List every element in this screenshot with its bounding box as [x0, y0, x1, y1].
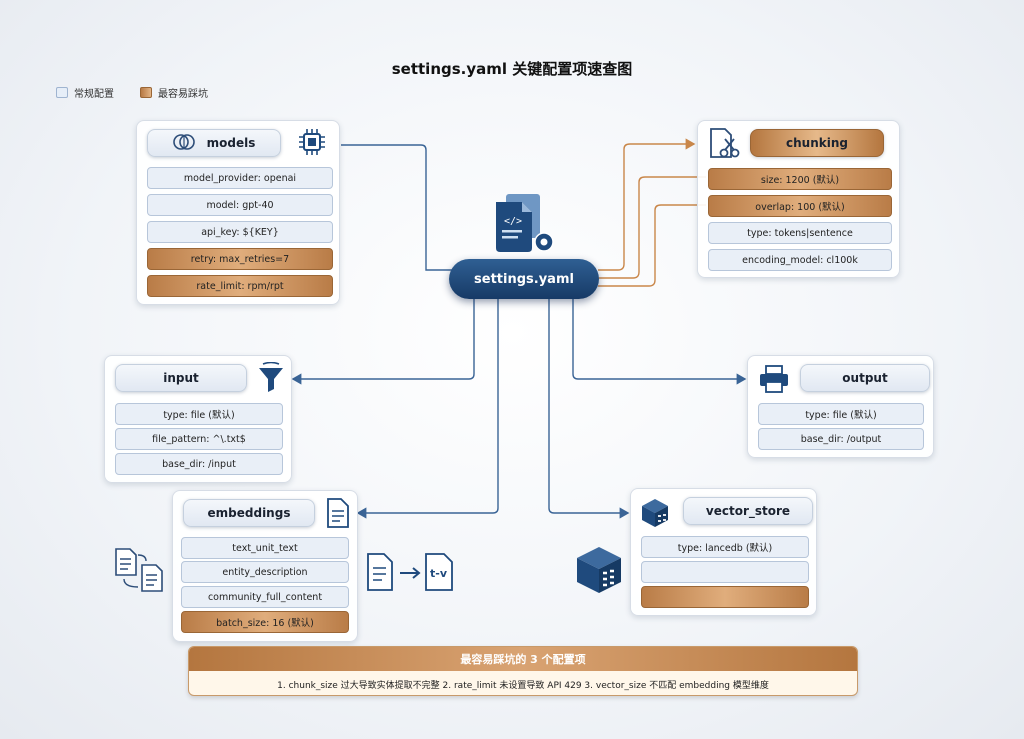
text-vector-label: t-v: [430, 567, 447, 580]
embeddings-field: entity_description: [181, 561, 349, 583]
vector-store-card: vector_store type: lancedb (默认): [630, 488, 817, 616]
vector-store-title: vector_store: [705, 504, 791, 518]
embeddings-title: embeddings: [207, 506, 291, 520]
models-field: model: gpt-40: [147, 194, 333, 216]
embeddings-field-warning: batch_size: 16 (默认): [181, 611, 349, 633]
legend-normal-swatch: [56, 87, 68, 98]
pitfalls-box: 最容易踩坑的 3 个配置项 1. chunk_size 过大导致实体提取不完整 …: [188, 646, 858, 696]
input-header: input: [115, 364, 247, 392]
models-field: api_key: ${KEY}: [147, 221, 333, 243]
legend-warning-label: 最容易踩坑: [158, 89, 208, 100]
svg-text:</>: </>: [504, 216, 522, 227]
input-field: base_dir: /input: [115, 453, 283, 475]
documents-transfer-icon: [115, 548, 163, 592]
scissors-file-icon: [710, 128, 740, 158]
pitfalls-text: 1. chunk_size 过大导致实体提取不完整 2. rate_limit …: [277, 680, 769, 691]
vector-store-field: type: lancedb (默认): [641, 536, 809, 558]
models-title: models: [206, 136, 256, 150]
document-icon: [327, 498, 349, 528]
brain-icon: [172, 131, 195, 156]
database-cube-icon: [577, 547, 621, 593]
link-embeddings: [356, 299, 499, 519]
vector-store-field-warning: [641, 586, 809, 608]
input-title: input: [163, 371, 199, 385]
chunking-title: chunking: [786, 136, 848, 150]
models-field-warning: rate_limit: rpm/rpt: [147, 275, 333, 297]
legend-warning-swatch: [140, 87, 152, 98]
output-field: base_dir: /output: [758, 428, 924, 450]
pitfalls-title: 最容易踩坑的 3 个配置项: [189, 647, 857, 671]
funnel-icon: [259, 362, 283, 392]
vector-store-header: vector_store: [683, 497, 813, 525]
link-output: [572, 299, 747, 385]
chip-icon: [299, 129, 325, 155]
page-title: settings.yaml 关键配置项速查图: [391, 60, 633, 78]
output-title: output: [842, 371, 888, 385]
embeddings-field: community_full_content: [181, 586, 349, 608]
models-field: model_provider: openai: [147, 167, 333, 189]
embeddings-header: embeddings: [183, 499, 315, 527]
link-input: [291, 299, 475, 385]
input-field: type: file (默认): [115, 403, 283, 425]
text-to-vector-icon: [367, 553, 453, 591]
models-card: models model_provider: openai model: gpt…: [136, 120, 340, 305]
link-vector-store: [548, 299, 630, 519]
legend-normal-label: 常规配置: [74, 89, 114, 100]
chunking-field: type: tokens|sentence: [708, 222, 892, 244]
models-header: models: [147, 129, 281, 157]
settings-file-icon: </>: [496, 194, 554, 252]
chunking-field-warning: overlap: 100 (默认): [708, 195, 892, 217]
settings-center-node[interactable]: settings.yaml: [449, 259, 599, 299]
vector-store-field: [641, 561, 809, 583]
output-field: type: file (默认): [758, 403, 924, 425]
link-chunking-2: [598, 176, 706, 279]
embeddings-field: text_unit_text: [181, 537, 349, 559]
printer-icon: [760, 365, 788, 393]
chunking-card: chunking size: 1200 (默认) overlap: 100 (默…: [697, 120, 900, 278]
input-card: input type: file (默认) file_pattern: ^\.t…: [104, 355, 292, 483]
models-field-warning: retry: max_retries=7: [147, 248, 333, 270]
input-field: file_pattern: ^\.txt$: [115, 428, 283, 450]
link-chunking-1: [598, 138, 696, 271]
output-header: output: [800, 364, 930, 392]
embeddings-card: embeddings text_unit_text entity_descrip…: [172, 490, 358, 642]
output-card: output type: file (默认) base_dir: /output: [747, 355, 934, 458]
chunking-header: chunking: [750, 129, 884, 157]
legend-warning: 最容易踩坑: [140, 85, 208, 100]
cube-icon: [642, 499, 668, 527]
chunking-field-warning: size: 1200 (默认): [708, 168, 892, 190]
chunking-field: encoding_model: cl100k: [708, 249, 892, 271]
link-chunking-3: [598, 204, 706, 287]
legend-normal: 常规配置: [56, 85, 114, 100]
link-models: [341, 144, 452, 271]
